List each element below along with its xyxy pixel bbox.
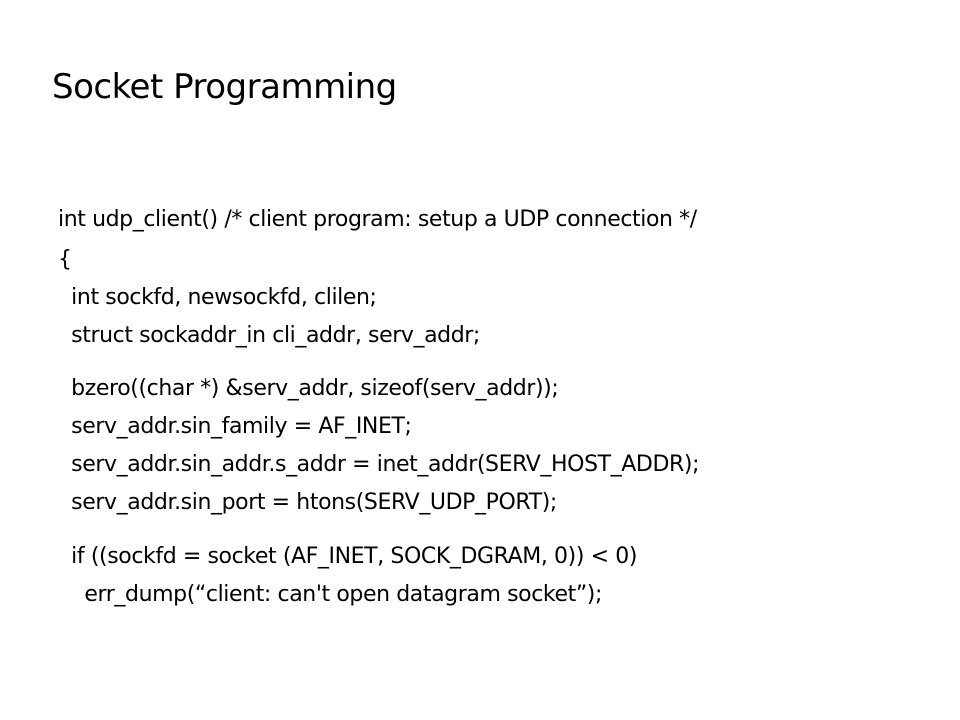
code-line: if ((sockfd = socket (AF_INET, SOCK_DGRA…	[58, 544, 638, 569]
code-line: int udp_client() /* client program: setu…	[58, 207, 697, 232]
code-line: err_dump(“client: can't open datagram so…	[58, 582, 603, 607]
code-line: serv_addr.sin_family = AF_INET;	[58, 414, 412, 439]
slide-title: Socket Programming	[52, 67, 397, 107]
code-line: struct sockaddr_in cli_addr, serv_addr;	[58, 323, 480, 348]
code-block: int udp_client() /* client program: setu…	[58, 0, 948, 720]
code-line: bzero((char *) &serv_addr, sizeof(serv_a…	[58, 376, 559, 401]
code-line: serv_addr.sin_port = htons(SERV_UDP_PORT…	[58, 490, 557, 515]
code-line: int sockfd, newsockfd, clilen;	[58, 285, 377, 310]
code-line: serv_addr.sin_addr.s_addr = inet_addr(SE…	[58, 452, 700, 477]
code-line: {	[58, 247, 72, 272]
